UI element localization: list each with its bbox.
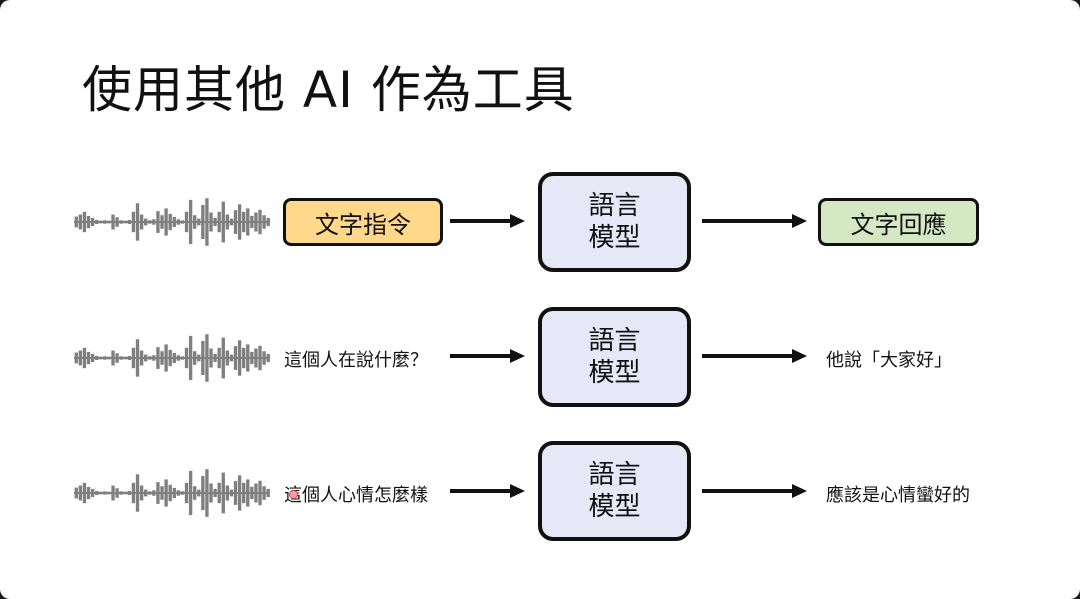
language-model-label-line1: 語言 bbox=[588, 191, 641, 221]
text-response-box: 文字回應 bbox=[818, 198, 979, 246]
audio-waveform-icon bbox=[74, 198, 270, 246]
cursor-marker-icon bbox=[289, 490, 298, 499]
arrow-right-icon bbox=[450, 346, 526, 366]
language-model-box: 語言 模型 bbox=[538, 441, 691, 541]
language-model-label-line1: 語言 bbox=[588, 326, 641, 356]
answer-text: 他說「大家好」 bbox=[826, 350, 952, 371]
text-instruction-box: 文字指令 bbox=[283, 198, 443, 246]
language-model-label-line2: 模型 bbox=[588, 358, 641, 388]
arrow-right-icon bbox=[702, 481, 808, 501]
answer-text: 應該是心情蠻好的 bbox=[826, 485, 970, 506]
question-text: 這個人在說什麼？ bbox=[284, 350, 428, 371]
audio-waveform-icon bbox=[74, 469, 270, 517]
question-text: 這個人心情怎麼樣 bbox=[284, 485, 428, 506]
language-model-box: 語言 模型 bbox=[538, 172, 691, 272]
arrow-right-icon bbox=[450, 481, 526, 501]
text-instruction-label: 文字指令 bbox=[315, 210, 411, 239]
arrow-right-icon bbox=[702, 211, 808, 231]
language-model-label-line2: 模型 bbox=[588, 223, 641, 253]
language-model-label-line1: 語言 bbox=[588, 460, 641, 490]
language-model-box: 語言 模型 bbox=[538, 307, 691, 407]
audio-waveform-icon bbox=[74, 334, 270, 382]
language-model-label-line2: 模型 bbox=[588, 492, 641, 522]
arrow-right-icon bbox=[702, 346, 808, 366]
slide-title: 使用其他 AI 作為工具 bbox=[82, 61, 575, 119]
text-response-label: 文字回應 bbox=[850, 210, 947, 239]
arrow-right-icon bbox=[450, 211, 526, 231]
